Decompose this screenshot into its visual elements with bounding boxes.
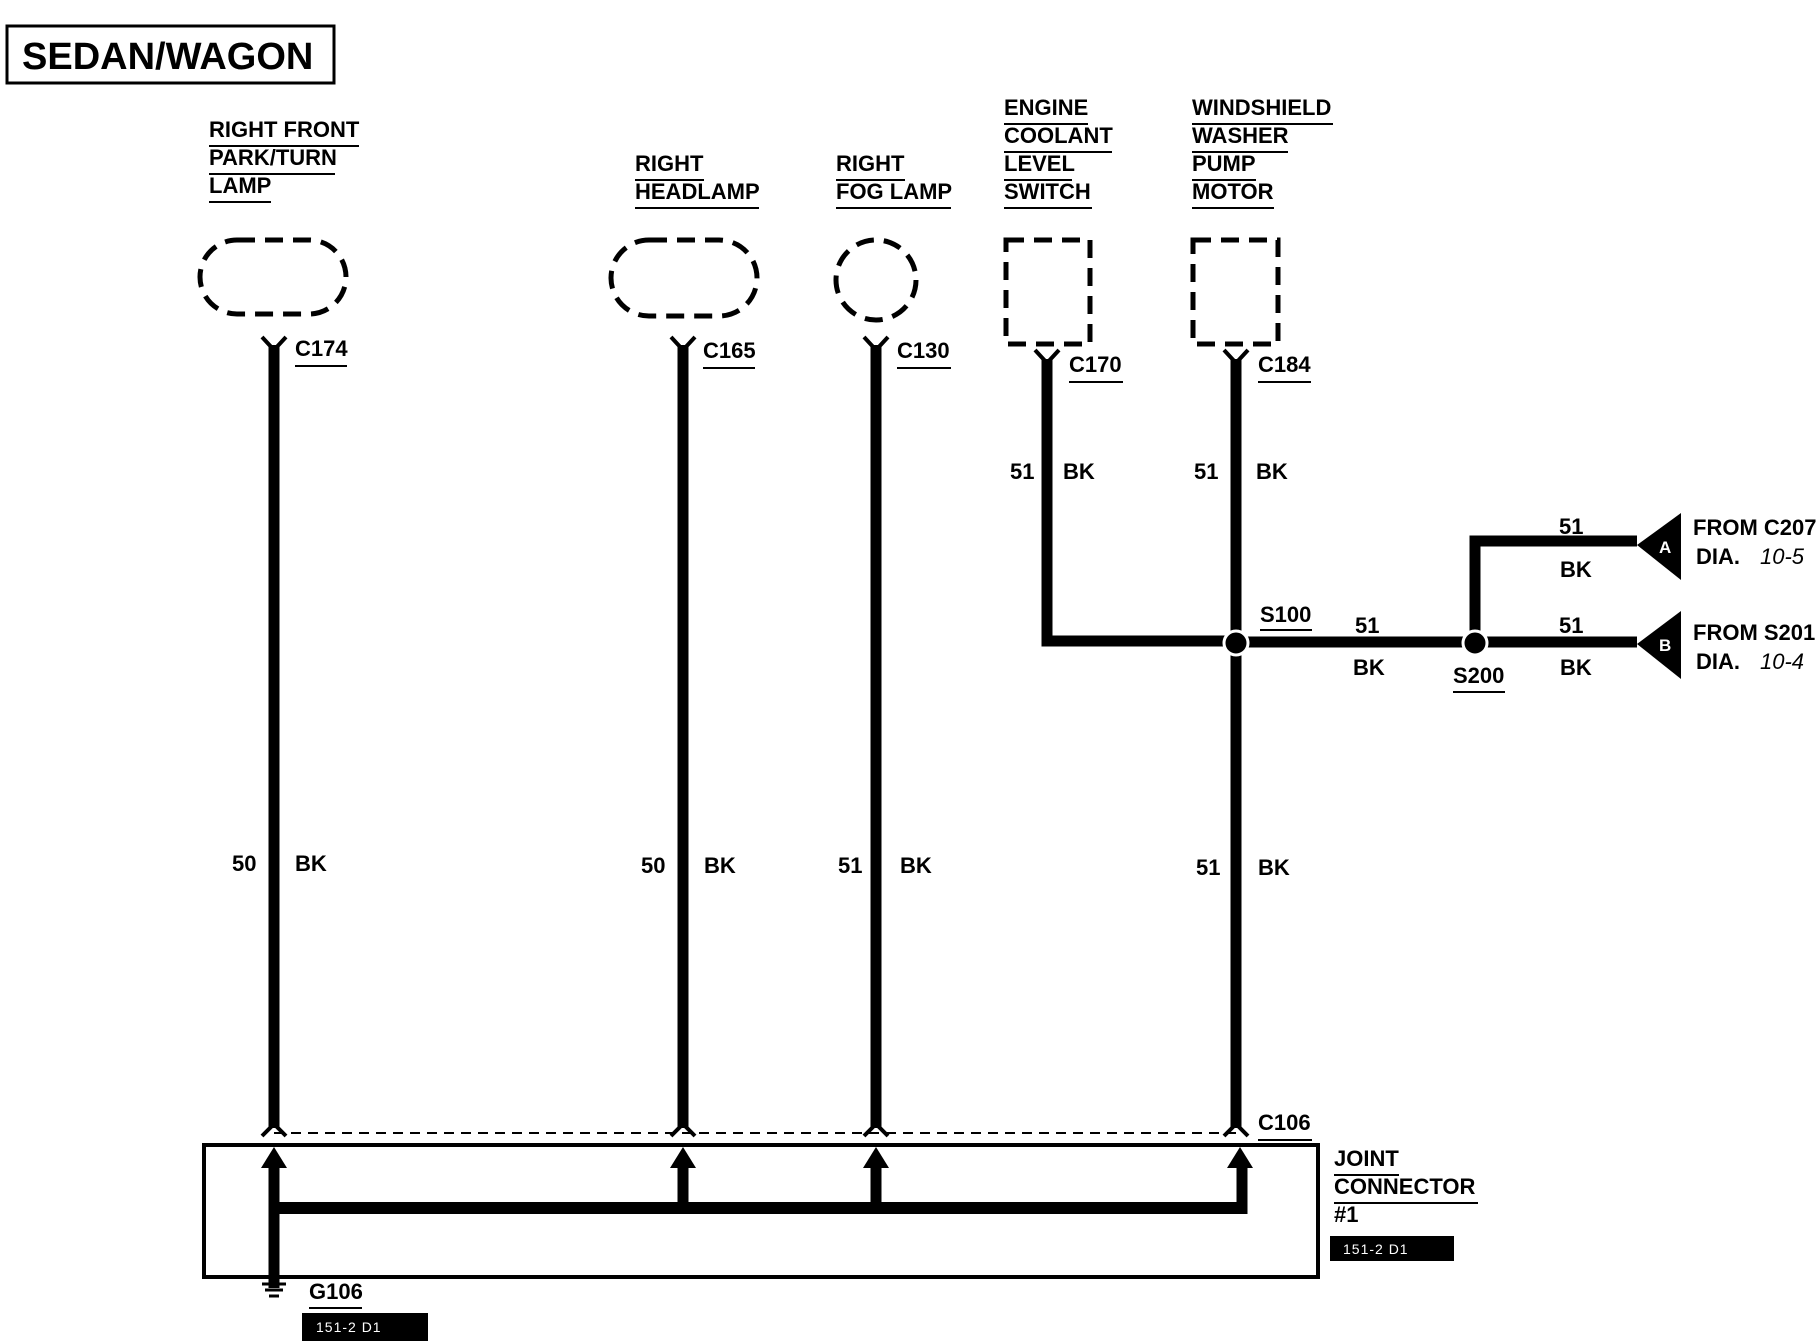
svg-text:PUMP: PUMP [1192, 151, 1256, 176]
connector-c106: C106 [1258, 1110, 1311, 1135]
title-box: SEDAN/WAGON [5, 24, 336, 85]
joint-connector-tag: 151-2 D1 [1330, 1236, 1454, 1261]
svg-text:RIGHT FRONT: RIGHT FRONT [209, 117, 360, 142]
svg-text:FROM S201: FROM S201 [1693, 620, 1815, 645]
svg-text:SWITCH: SWITCH [1004, 179, 1091, 204]
label-park-turn-lamp: RIGHT FRONT PARK/TURN LAMP [209, 117, 360, 203]
svg-text:51: 51 [1010, 459, 1034, 484]
svg-text:PARK/TURN: PARK/TURN [209, 145, 337, 170]
splice-s100: S100 [1260, 602, 1311, 627]
wire-s200-a [1469, 535, 1637, 642]
svg-text:LEVEL: LEVEL [1004, 151, 1075, 176]
svg-text:151-2 D1: 151-2 D1 [1343, 1241, 1409, 1257]
svg-text:BK: BK [1560, 557, 1592, 582]
svg-text:#1: #1 [1334, 1202, 1358, 1227]
svg-text:51: 51 [1196, 855, 1220, 880]
label-right-headlamp: RIGHT HEADLAMP [635, 151, 760, 209]
svg-text:MOTOR: MOTOR [1192, 179, 1274, 204]
offpage-connector-a: A FROM C207 DIA. 10-5 [1637, 513, 1816, 580]
diagram-title: SEDAN/WAGON [22, 36, 313, 78]
washer-motor-symbol [1190, 237, 1281, 347]
svg-text:10-5: 10-5 [1760, 544, 1805, 569]
splice-s200: S200 [1453, 663, 1504, 688]
svg-text:BK: BK [900, 853, 932, 878]
svg-text:COOLANT: COOLANT [1004, 123, 1113, 148]
ground-icon [262, 1282, 286, 1298]
svg-text:51: 51 [1559, 613, 1583, 638]
svg-text:HEADLAMP: HEADLAMP [635, 179, 760, 204]
svg-text:A: A [1659, 538, 1672, 557]
svg-text:BK: BK [1560, 655, 1592, 680]
ground-tag: 151-2 D1 [302, 1313, 428, 1341]
splice-s200-dot [1461, 629, 1489, 657]
svg-text:BK: BK [1256, 459, 1288, 484]
connector-c130: C130 [897, 338, 950, 363]
svg-text:BK: BK [704, 853, 736, 878]
svg-text:10-4: 10-4 [1760, 649, 1804, 674]
svg-text:51: 51 [1194, 459, 1218, 484]
connector-pin-marks [260, 335, 1250, 366]
fog-lamp-symbol [833, 237, 919, 323]
svg-text:RIGHT: RIGHT [635, 151, 704, 176]
svg-text:51: 51 [1355, 613, 1379, 638]
splice-s100-dot [1222, 629, 1250, 657]
svg-text:FROM C207: FROM C207 [1693, 515, 1816, 540]
svg-text:CONNECTOR: CONNECTOR [1334, 1174, 1475, 1199]
svg-text:RIGHT: RIGHT [836, 151, 905, 176]
park-turn-lamp-symbol [197, 237, 349, 317]
svg-text:BK: BK [1258, 855, 1290, 880]
svg-text:DIA.: DIA. [1696, 544, 1740, 569]
svg-text:151-2 D1: 151-2 D1 [316, 1319, 382, 1335]
svg-text:WINDSHIELD: WINDSHIELD [1192, 95, 1331, 120]
connector-c184: C184 [1258, 352, 1311, 377]
offpage-connector-b: B FROM S201 DIA. 10-4 [1637, 611, 1815, 679]
svg-text:BK: BK [295, 851, 327, 876]
svg-text:ENGINE: ENGINE [1004, 95, 1088, 120]
label-joint-connector: JOINT CONNECTOR #1 [1334, 1146, 1478, 1227]
connector-c165: C165 [703, 338, 756, 363]
connector-c174: C174 [295, 336, 348, 361]
svg-text:BK: BK [1063, 459, 1095, 484]
label-engine-coolant-level-switch: ENGINE COOLANT LEVEL SWITCH [1004, 95, 1113, 209]
svg-text:50: 50 [232, 851, 256, 876]
ground-g106: G106 [309, 1279, 363, 1304]
svg-text:FOG LAMP: FOG LAMP [836, 179, 952, 204]
headlamp-symbol [608, 237, 760, 319]
svg-text:DIA.: DIA. [1696, 649, 1740, 674]
svg-text:51: 51 [838, 853, 862, 878]
svg-text:51: 51 [1559, 514, 1583, 539]
svg-text:JOINT: JOINT [1334, 1146, 1399, 1171]
wire-labels: 50 BK 50 BK 51 BK 51 BK 51 BK 51 BK 51 B… [232, 459, 1592, 880]
svg-text:LAMP: LAMP [209, 173, 271, 198]
svg-text:WASHER: WASHER [1192, 123, 1289, 148]
svg-text:B: B [1659, 636, 1672, 655]
coolant-switch-symbol [1003, 237, 1093, 347]
joint-connector-box [202, 1143, 1320, 1288]
connector-c170: C170 [1069, 352, 1122, 377]
c106-pin-marks [260, 1121, 1250, 1138]
svg-text:BK: BK [1353, 655, 1385, 680]
label-right-fog-lamp: RIGHT FOG LAMP [836, 151, 952, 209]
label-windshield-washer-pump-motor: WINDSHIELD WASHER PUMP MOTOR [1192, 95, 1333, 209]
svg-text:50: 50 [641, 853, 665, 878]
wire-coolant-switch [1041, 359, 1236, 647]
